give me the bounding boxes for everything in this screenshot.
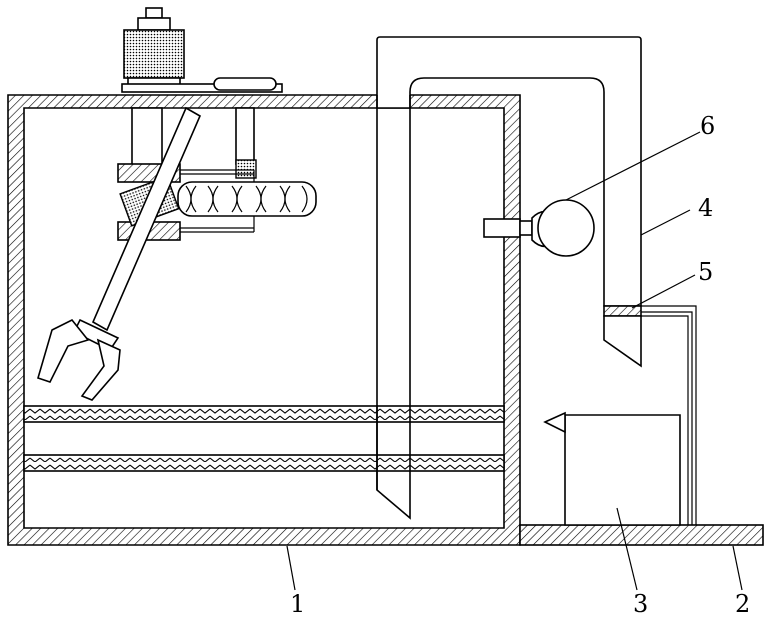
filter-plate-upper [24, 406, 504, 422]
label-2: 2 [735, 590, 750, 618]
label-1: 1 [290, 590, 305, 618]
gripper-arm [38, 108, 200, 400]
label-3: 3 [633, 590, 648, 618]
label-4: 4 [698, 194, 713, 222]
motor [122, 8, 282, 92]
fan-assembly [484, 200, 594, 256]
main-housing [8, 95, 520, 545]
collection-box [545, 413, 680, 525]
label-6: 6 [700, 112, 715, 140]
filter-plate-lower [24, 455, 504, 471]
label-5: 5 [698, 258, 713, 286]
base-plate [520, 525, 763, 545]
